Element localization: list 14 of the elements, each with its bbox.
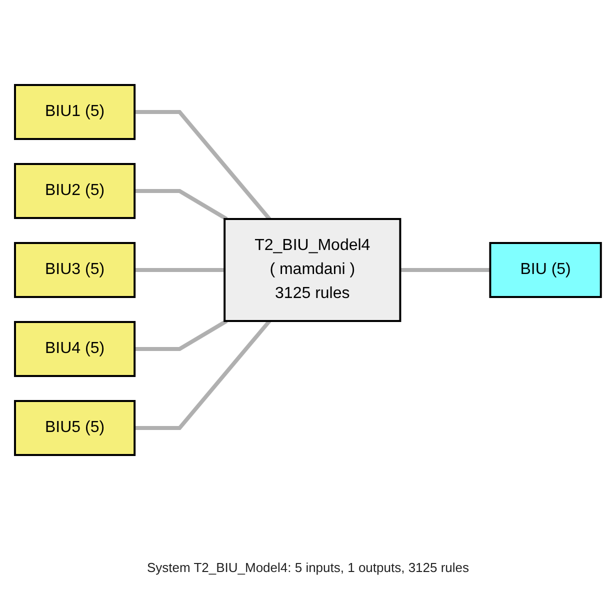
- connector: [134, 320, 272, 430]
- connector: [400, 268, 490, 272]
- node-box: BIU2 (5): [14, 163, 136, 219]
- node-box: BIU1 (5): [14, 84, 136, 140]
- node-box: BIU3 (5): [14, 242, 136, 298]
- connector: [134, 110, 272, 220]
- connector: [134, 268, 225, 272]
- node-box: BIU4 (5): [14, 321, 136, 377]
- connector: [134, 319, 228, 351]
- node-box: T2_BIU_Model4 ( mamdani ) 3125 rules: [224, 218, 402, 322]
- connector: [134, 189, 228, 221]
- node-box: BIU (5): [489, 242, 602, 298]
- caption: System T2_BIU_Model4: 5 inputs, 1 outputs, 3125 rules: [146, 560, 470, 575]
- node-box: BIU5 (5): [14, 400, 136, 456]
